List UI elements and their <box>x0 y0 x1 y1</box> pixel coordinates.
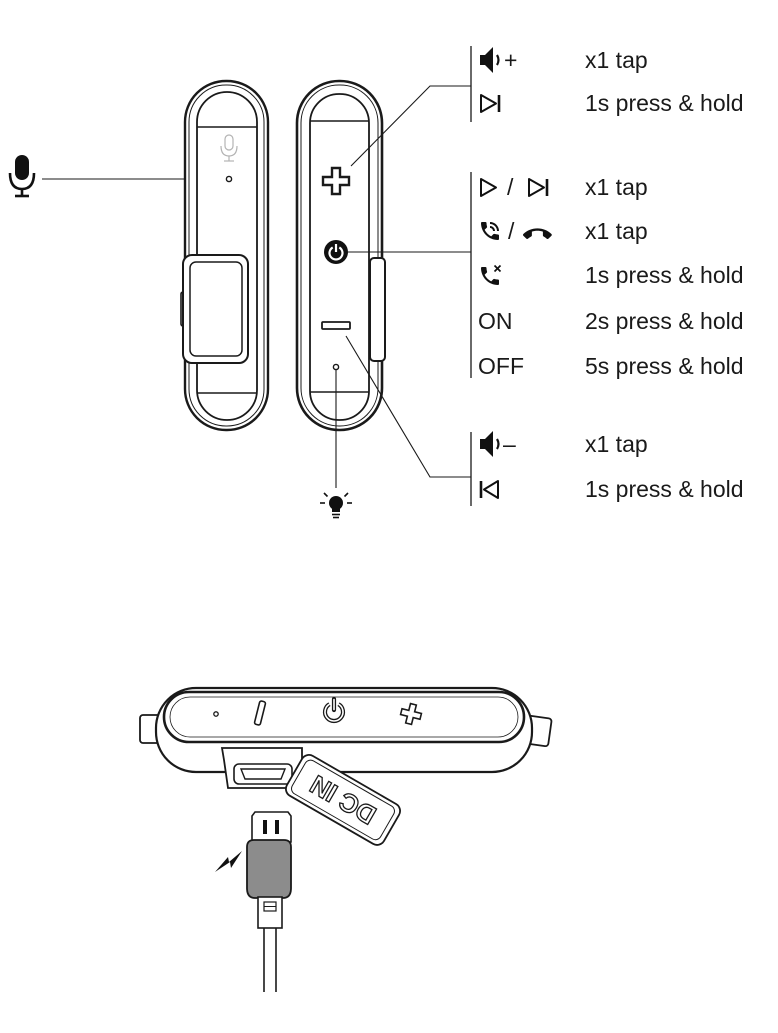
next-track-action: 1s press & hold <box>585 90 744 116</box>
legend-row-power-off: OFF 5s press & hold <box>478 353 744 379</box>
lightning-icon <box>215 851 242 872</box>
led-hole <box>332 363 340 371</box>
micro-usb-cable <box>246 811 292 992</box>
volume-up-action: x1 tap <box>585 47 648 73</box>
remote-charging-view: DC IN <box>139 686 553 846</box>
volume-down-icon <box>480 431 500 457</box>
phone-talk-icon <box>481 222 499 240</box>
volume-down-suffix: – <box>503 431 516 457</box>
minus-leader-line <box>345 335 471 478</box>
cable-wire <box>263 928 277 992</box>
play-pause-action: x1 tap <box>585 174 648 200</box>
legend-row-reject-call: 1s press & hold <box>481 262 744 288</box>
legend-row-power-on: ON 2s press & hold <box>478 308 744 334</box>
strain-relief <box>257 896 283 929</box>
power-off-label: OFF <box>478 353 524 379</box>
legend-row-volume-up: + x1 tap <box>480 47 648 73</box>
remote-top-panel <box>162 690 526 744</box>
power-button-icon <box>322 696 346 724</box>
plus-button-icon <box>321 166 351 196</box>
volume-down-action: x1 tap <box>585 431 648 457</box>
remote-top-panel-inner <box>169 696 519 738</box>
power-on-action: 2s press & hold <box>585 308 744 334</box>
play-pause-separator: / <box>507 174 514 200</box>
previous-track-icon <box>479 480 499 499</box>
power-button-icon <box>324 240 348 264</box>
answer-end-call-action: x1 tap <box>585 218 648 244</box>
legend-row-play-pause: / x1 tap <box>480 174 648 200</box>
plug-body <box>246 839 292 899</box>
remote-back-view <box>180 79 270 432</box>
led-indicator-icon <box>320 492 352 519</box>
legend-row-answer-end-call: / x1 tap <box>481 218 648 244</box>
answer-end-call-separator: / <box>508 218 515 244</box>
next-track-icon <box>480 94 501 113</box>
volume-up-icon <box>480 47 500 73</box>
next-track-icon <box>528 178 549 197</box>
faint-microphone-icon <box>220 134 238 162</box>
remote-front-view <box>295 79 386 432</box>
micro-usb-plug-tip <box>251 811 292 843</box>
plus-button-icon <box>399 702 423 726</box>
minus-button-icon <box>321 321 351 330</box>
volume-up-suffix: + <box>504 47 517 73</box>
microphone-icon <box>8 155 36 198</box>
hang-up-icon <box>523 228 552 240</box>
reject-call-icon <box>481 264 502 285</box>
led-hole <box>213 711 219 717</box>
legend-row-next-track: 1s press & hold <box>480 90 744 116</box>
power-off-action: 5s press & hold <box>585 353 744 379</box>
power-on-label: ON <box>478 308 513 334</box>
remote-front-clip <box>369 257 386 362</box>
microphone-hole <box>225 175 233 183</box>
charging-port-housing <box>220 747 303 789</box>
plus-leader-line <box>350 85 471 167</box>
play-icon <box>480 178 497 197</box>
minus-button-icon <box>253 700 267 726</box>
legend-row-volume-down: – x1 tap <box>480 431 648 457</box>
legend-row-previous-track: 1s press & hold <box>479 476 744 502</box>
remote-back-clip <box>180 254 249 364</box>
previous-track-action: 1s press & hold <box>585 476 744 502</box>
reject-call-action: 1s press & hold <box>585 262 744 288</box>
